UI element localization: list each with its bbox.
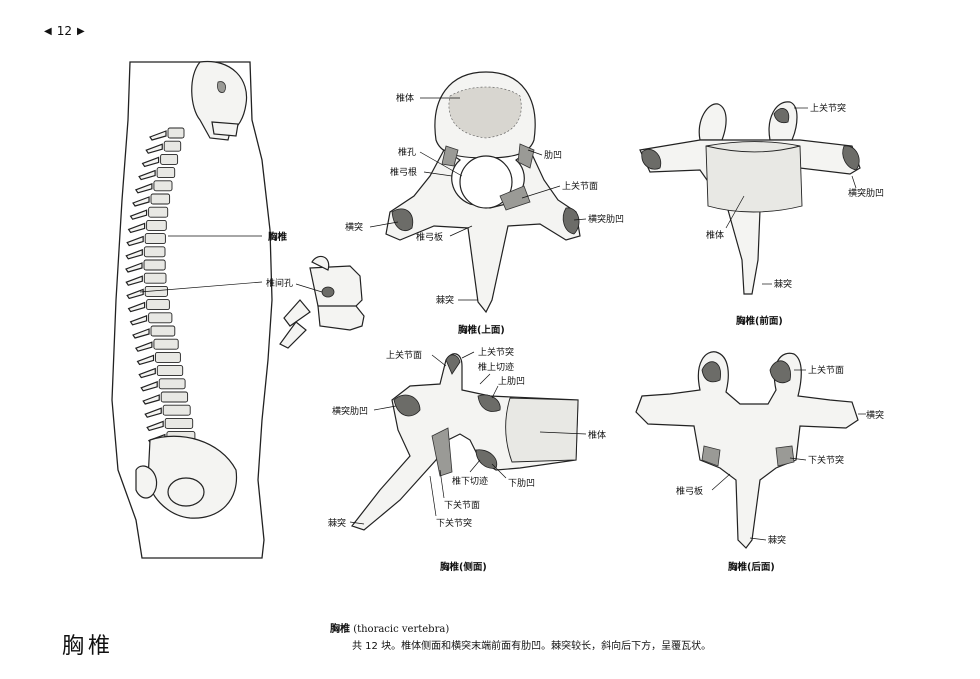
vertebra-segment bbox=[143, 272, 167, 284]
page-number-nav: ◀ 12 ▶ bbox=[44, 24, 85, 38]
label-inferior-articular-process: 下关节突 bbox=[436, 517, 472, 529]
label-spinous-process: 棘突 bbox=[328, 517, 346, 529]
label-vertebral-body: 椎体 bbox=[588, 429, 606, 441]
label-inferior-costal-fovea: 下肋凹 bbox=[508, 478, 535, 489]
vertebra-segment bbox=[164, 417, 194, 429]
spinous-process-segment bbox=[134, 341, 153, 352]
superior-view-title: 胸椎(上面) bbox=[458, 324, 505, 336]
label-superior-vertebral-notch: 椎上切迹 bbox=[478, 361, 514, 373]
vertebra-segment bbox=[143, 246, 166, 258]
label-superior-costal-fovea: 上肋凹 bbox=[498, 376, 525, 387]
label-spinous-process: 棘突 bbox=[774, 278, 792, 290]
label-superior-articular-surface: 上关节面 bbox=[562, 180, 598, 192]
vertebra-segment bbox=[143, 259, 166, 271]
label-inferior-articular-surface: 下关节面 bbox=[444, 499, 480, 511]
section-title: 胸椎 bbox=[62, 634, 115, 659]
anterior-view-title: 胸椎(前面) bbox=[736, 315, 783, 327]
page-number: 12 bbox=[56, 24, 72, 38]
whole-spine-illustration: 胸椎 椎间孔 bbox=[111, 60, 365, 559]
spinous-process-segment bbox=[132, 196, 150, 207]
vertebra-segment bbox=[153, 338, 179, 350]
label-superior-articular-surface: 上关节面 bbox=[808, 364, 844, 376]
vertebra-segment bbox=[146, 299, 170, 311]
spinous-process-segment bbox=[142, 394, 160, 405]
vertebra-segment bbox=[155, 351, 181, 363]
label-superior-articular-surface: 上关节面 bbox=[386, 349, 422, 361]
spinous-process-segment bbox=[140, 380, 158, 392]
anterior-view-illustration: 上关节突 横突肋凹 椎体 棘突 胸椎(前面) bbox=[639, 101, 884, 327]
vertebra-segment bbox=[156, 167, 176, 179]
label-superior-articular-process: 上关节突 bbox=[478, 346, 514, 358]
posterior-view-illustration: 上关节面 横突 下关节突 椎弓板 棘突 胸椎(后面) bbox=[635, 351, 884, 573]
spinous-process-segment bbox=[134, 182, 153, 194]
vertebral-column bbox=[125, 127, 196, 445]
spinous-process-segment bbox=[129, 209, 148, 220]
label-vertebral-body: 椎体 bbox=[396, 92, 414, 104]
label-pedicle: 椎弓根 bbox=[390, 166, 417, 178]
spinous-process-segment bbox=[127, 301, 146, 313]
vertebra-segment bbox=[148, 312, 173, 324]
spinous-process-segment bbox=[149, 130, 167, 141]
spinous-process-segment bbox=[138, 169, 156, 181]
vertebra-segment bbox=[163, 140, 182, 152]
label-transverse-costal-fovea: 横突肋凹 bbox=[588, 213, 624, 225]
label-spinous-process: 棘突 bbox=[436, 294, 454, 306]
spinous-process-segment bbox=[126, 288, 144, 300]
spinous-process-segment bbox=[127, 222, 146, 234]
vertebra-segment bbox=[150, 325, 176, 337]
spinous-process-segment bbox=[126, 235, 144, 247]
caption-description: 共 12 块。椎体侧面和横突末端前面有肋凹。棘突较长，斜向后下方，呈覆瓦状。 bbox=[352, 641, 712, 652]
label-lamina: 椎弓板 bbox=[676, 485, 703, 497]
label-transverse-process: 横突 bbox=[866, 409, 884, 421]
label-intervertebral-foramen: 椎间孔 bbox=[266, 277, 293, 289]
label-vertebral-body: 椎体 bbox=[706, 229, 724, 241]
figure-caption: 胸椎 (thoracic vertebra) 共 12 块。椎体侧面和横突末端前… bbox=[330, 621, 711, 655]
spinous-process-segment bbox=[146, 420, 164, 432]
lateral-view-illustration: 上关节面 上关节突 椎上切迹 上肋凹 横突肋凹 椎体 椎下切迹 下肋凹 下关节面… bbox=[328, 346, 606, 573]
vertebra-segment bbox=[146, 219, 167, 231]
spinous-process-segment bbox=[145, 143, 163, 154]
vertebra-segment bbox=[167, 127, 185, 139]
spinous-process-segment bbox=[125, 248, 143, 260]
spinous-process-segment bbox=[141, 156, 160, 168]
label-spinous-process: 棘突 bbox=[768, 534, 786, 546]
spinous-process-segment bbox=[138, 367, 156, 379]
label-transverse-process: 横突 bbox=[345, 221, 363, 233]
lateral-view-title: 胸椎(侧面) bbox=[440, 561, 487, 573]
label-inferior-articular-process: 下关节突 bbox=[808, 454, 844, 466]
caption-term: 胸椎 bbox=[330, 624, 350, 635]
spinous-process-segment bbox=[144, 407, 162, 418]
vertebra-segment bbox=[162, 404, 191, 416]
label-costal-fovea: 肋凹 bbox=[544, 150, 562, 161]
label-superior-articular-process: 上关节突 bbox=[810, 102, 846, 114]
label-vertebral-foramen: 椎孔 bbox=[398, 146, 416, 158]
vertebra-segment bbox=[160, 153, 179, 165]
vertebra-segment bbox=[158, 378, 186, 390]
triangle-left-icon[interactable]: ◀ bbox=[44, 25, 52, 37]
vertebra-segment bbox=[160, 391, 189, 403]
vertebra-segment bbox=[150, 193, 171, 205]
vertebra-segment bbox=[144, 233, 166, 245]
spinous-process-segment bbox=[129, 314, 148, 326]
spinous-process-segment bbox=[136, 354, 155, 366]
label-lamina: 椎弓板 bbox=[416, 231, 443, 243]
label-transverse-costal-fovea: 横突肋凹 bbox=[332, 405, 368, 417]
label-transverse-costal-fovea: 横突肋凹 bbox=[848, 187, 884, 199]
spinous-process-segment bbox=[132, 328, 150, 339]
caption-latin-name: (thoracic vertebra) bbox=[353, 624, 450, 635]
triangle-right-icon[interactable]: ▶ bbox=[76, 25, 85, 37]
label-inferior-vertebral-notch: 椎下切迹 bbox=[452, 475, 488, 487]
vertebra-segment bbox=[148, 206, 169, 218]
vertebra-segment bbox=[156, 365, 184, 377]
superior-view-illustration: 椎体 椎孔 椎弓根 肋凹 上关节面 横突 椎弓板 横突肋凹 棘突 胸椎(上面) bbox=[345, 71, 624, 336]
spinous-process-segment bbox=[125, 275, 143, 286]
vertebra-segment bbox=[153, 180, 173, 192]
label-thoracic-vertebra: 胸椎 bbox=[268, 231, 288, 243]
spinous-process-segment bbox=[125, 262, 143, 273]
posterior-view-title: 胸椎(后面) bbox=[728, 561, 775, 573]
